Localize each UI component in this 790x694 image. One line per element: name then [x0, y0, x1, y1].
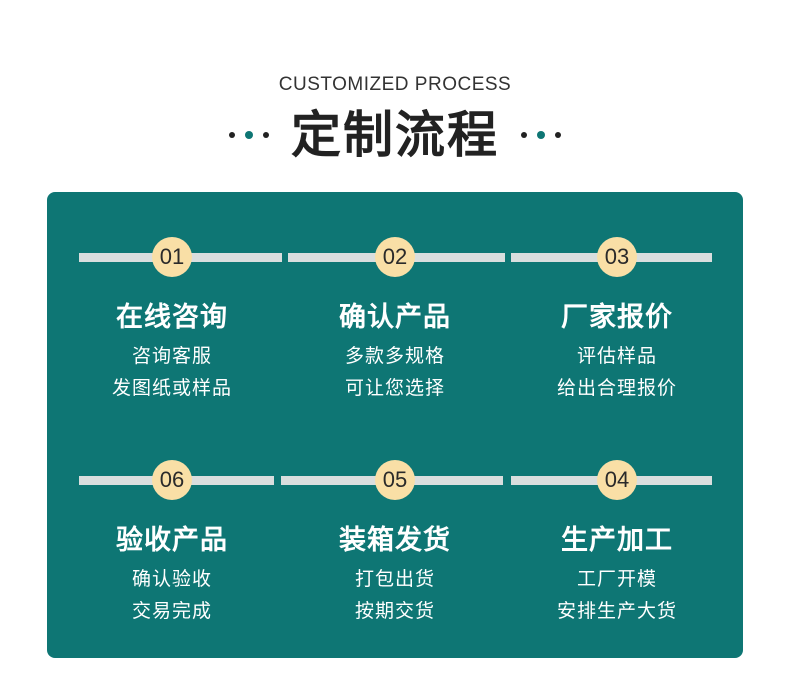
step-description: 咨询客服 — [131, 345, 212, 367]
right-dots-decoration — [521, 131, 561, 139]
step-description: 安排生产大货 — [556, 600, 677, 622]
page-title: 定制流程 — [291, 106, 499, 164]
step-description: 按期交货 — [354, 600, 435, 622]
step-title: 厂家报价 — [561, 302, 673, 333]
accent-dot-icon — [245, 131, 253, 139]
step-description: 确认验收 — [131, 568, 212, 590]
step-title: 确认产品 — [339, 302, 451, 333]
step-description: 打包出货 — [354, 568, 435, 590]
step-title: 在线咨询 — [116, 302, 228, 333]
step-title: 装箱发货 — [339, 525, 451, 556]
step-description: 可让您选择 — [344, 377, 445, 399]
step-number-badge: 05 — [375, 460, 415, 500]
step-description: 评估样品 — [576, 345, 657, 367]
step-number-badge: 04 — [597, 460, 637, 500]
page-subtitle: CUSTOMIZED PROCESS — [278, 74, 512, 95]
accent-dot-icon — [537, 131, 545, 139]
header: CUSTOMIZED PROCESS 定制流程 — [0, 0, 790, 190]
step-description: 给出合理报价 — [556, 377, 677, 399]
step-number-badge: 01 — [152, 237, 192, 277]
step-description: 发图纸或样品 — [111, 377, 232, 399]
step-number-badge: 03 — [597, 237, 637, 277]
title-row: 定制流程 — [0, 100, 790, 170]
dot-icon — [263, 132, 269, 138]
dot-icon — [229, 132, 235, 138]
step-title: 生产加工 — [561, 525, 673, 556]
dot-icon — [555, 132, 561, 138]
step-description: 交易完成 — [131, 600, 212, 622]
process-panel: 01 在线咨询 咨询客服 发图纸或样品 02 确认产品 多款多规格 可让您选择 … — [47, 192, 743, 658]
step-number-badge: 06 — [152, 460, 192, 500]
step-description: 工厂开模 — [576, 568, 657, 590]
dot-icon — [521, 132, 527, 138]
step-description: 多款多规格 — [344, 345, 445, 367]
step-title: 验收产品 — [116, 525, 228, 556]
step-number-badge: 02 — [375, 237, 415, 277]
left-dots-decoration — [229, 131, 269, 139]
